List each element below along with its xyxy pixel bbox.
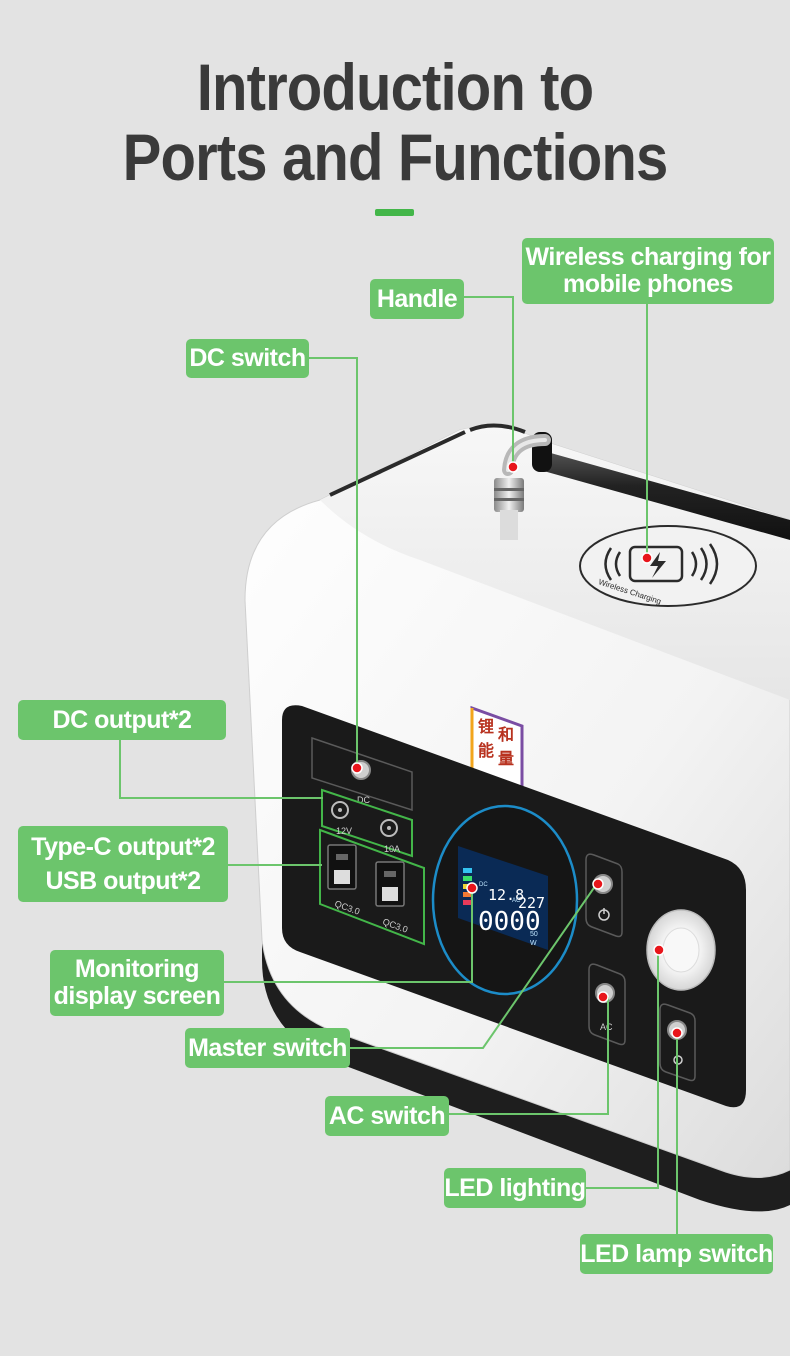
screen-hz: 50 bbox=[530, 931, 538, 938]
master-switch-illustration bbox=[585, 853, 623, 938]
master-switch-dot bbox=[592, 878, 604, 890]
led-lighting-label: LED lighting bbox=[444, 1168, 586, 1208]
monitor-dot bbox=[466, 882, 478, 894]
logo-char-1: 锂 bbox=[478, 717, 494, 736]
wireless-charging-label: Wireless charging for mobile phones bbox=[522, 238, 774, 304]
ac-marking: AC bbox=[600, 1022, 613, 1032]
led-lamp-switch-label: LED lamp switch bbox=[580, 1234, 773, 1274]
page-title: Introduction to Ports and Functions bbox=[47, 52, 742, 192]
monitoring-display-label: Monitoring display screen bbox=[50, 950, 224, 1016]
led-lighting-callout-line bbox=[586, 953, 659, 1189]
page-title-line-1: Introduction to bbox=[196, 50, 594, 124]
display-screen: DC 12.8 AC 227 0000 50 W bbox=[431, 804, 579, 996]
dc-output-callout-line bbox=[119, 740, 323, 799]
handle-callout-line bbox=[462, 296, 514, 467]
ac-switch-label: AC switch bbox=[325, 1096, 449, 1136]
v12-marking: 12V bbox=[336, 826, 352, 836]
title-underline bbox=[375, 209, 414, 216]
logo-char-2: 和 bbox=[498, 725, 514, 744]
wireless-pad: Wireless Charging bbox=[579, 525, 757, 607]
dc-switch-label: DC switch bbox=[186, 339, 309, 378]
logo-char-4: 量 bbox=[498, 749, 514, 768]
led-light-illustration bbox=[646, 909, 716, 991]
master-switch-callout-line bbox=[350, 881, 599, 1049]
handle-illustration bbox=[494, 432, 790, 540]
led-lighting-dot bbox=[653, 944, 665, 956]
screen-dc-value: 12.8 bbox=[488, 886, 524, 904]
screen-main-value: 0000 bbox=[478, 907, 541, 937]
wireless-dot bbox=[641, 552, 653, 564]
screen-ac-label: AC bbox=[512, 898, 521, 904]
callout-dots bbox=[351, 461, 683, 1039]
brand-logo: 锂 和 能 量 bbox=[470, 705, 524, 793]
dc-marking: DC bbox=[357, 795, 370, 805]
dc-section: DC 12V 10A QC3.0 QC3.0 bbox=[311, 736, 425, 946]
handle-label: Handle bbox=[370, 279, 464, 319]
screen-ac-value: 227 bbox=[518, 894, 545, 912]
handle-dot bbox=[507, 461, 519, 473]
usb-output-text: USB output*2 bbox=[45, 867, 201, 895]
callout-lines bbox=[119, 296, 678, 1237]
dc-output-label: DC output*2 bbox=[18, 700, 226, 740]
logo-char-3: 能 bbox=[478, 741, 494, 760]
wireless-charging-label-line-1: Wireless charging for bbox=[525, 243, 771, 271]
ac-switch-callout-line bbox=[449, 997, 609, 1115]
monitor-callout-line bbox=[223, 888, 473, 983]
screen-dc-label: DC bbox=[479, 882, 488, 888]
monitoring-display-label-line-2: display screen bbox=[53, 982, 221, 1010]
ac-switch-dot bbox=[597, 991, 609, 1003]
wireless-charging-label-line-2: mobile phones bbox=[563, 270, 733, 298]
page-title-line-2: Ports and Functions bbox=[122, 120, 669, 194]
led-lamp-switch-dot bbox=[671, 1027, 683, 1039]
dc-switch-callout-line bbox=[308, 357, 358, 768]
dc-switch-dot bbox=[351, 762, 363, 774]
master-switch-label: Master switch bbox=[185, 1028, 350, 1068]
screen-w: W bbox=[530, 940, 537, 947]
type-c-usb-output-label: Type-C output*2 USB output*2 bbox=[18, 826, 228, 902]
type-c-output-text: Type-C output*2 bbox=[31, 833, 215, 861]
monitoring-display-label-line-1: Monitoring bbox=[74, 955, 200, 983]
a10-marking: 10A bbox=[384, 844, 400, 854]
